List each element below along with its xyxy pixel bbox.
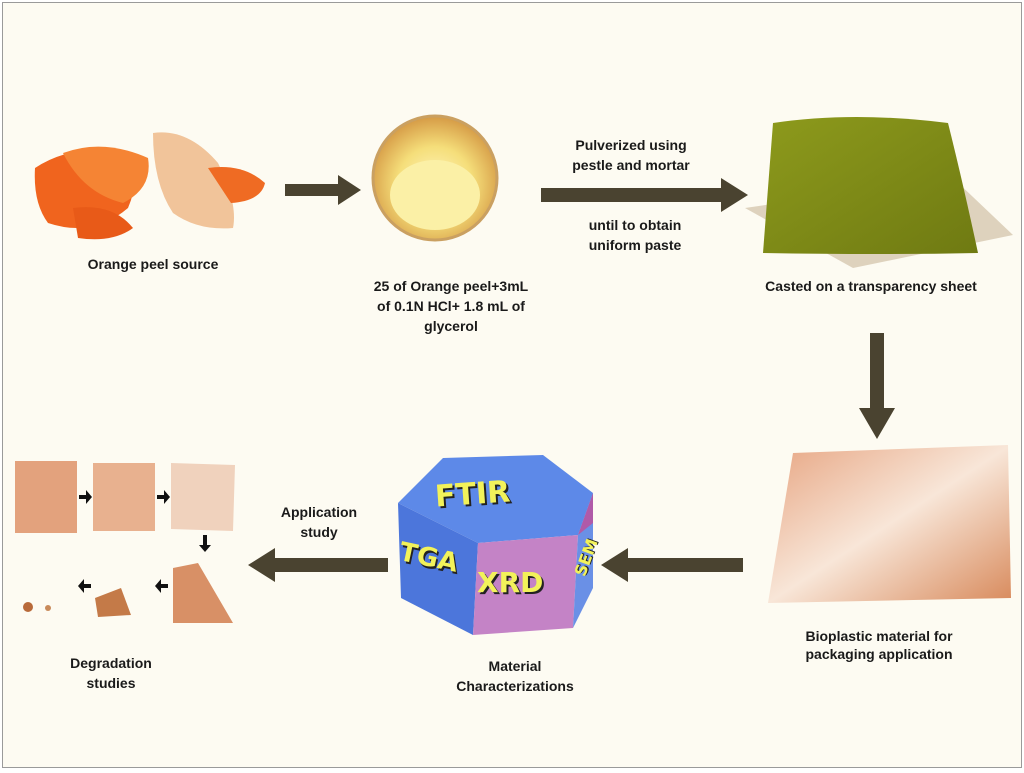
characterization-hexagon [398,455,593,635]
mixture-label-line1: 25 of Orange peel+3mL [373,278,529,294]
pulverize-label-line1: Pulverized using [575,137,687,153]
degradation-label-line1: Degradation [70,655,152,671]
paste-label-line2: uniform paste [588,237,682,253]
pulverize-label-line2: pestle and mortar [572,157,690,173]
mixture-label-line3: glycerol [424,318,478,334]
application-label-line1: Application [280,504,358,520]
casted-sheet-image [745,117,1013,268]
process-arrows [248,175,895,582]
bioplastic-image [768,445,1011,603]
cast-label: Casted on a transparency sheet [765,278,977,294]
degradation-label-line2: studies [86,675,136,691]
technique-ftir: FTIR [433,474,512,515]
characterization-label-line2: Characterizations [456,678,574,694]
application-label-line2: study [300,524,338,540]
degradation-small-arrows [78,490,211,593]
characterization-label-line1: Material [488,658,542,674]
paste-label-line1: until to obtain [588,217,682,233]
diagram-graphics [15,114,1013,635]
orange-peel-source-label: Orange peel source [87,256,219,272]
bowl-mixture-image [371,114,499,242]
degradation-images [15,461,235,623]
mixture-label-line2: of 0.1N HCl+ 1.8 mL of [377,298,525,314]
bioplastic-label-line1: Bioplastic material for [805,628,953,644]
technique-xrd: XRD [477,566,544,599]
bioplastic-label-line2: packaging application [805,646,953,662]
orange-peel-image [34,132,265,240]
